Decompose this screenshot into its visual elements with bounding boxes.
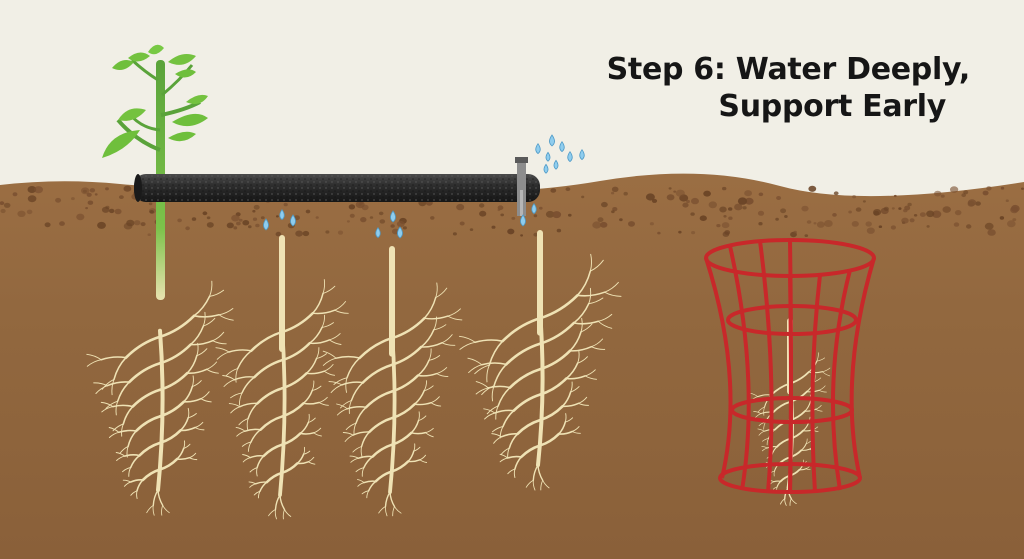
water-drops [263,134,585,239]
soaker-hose-icon [134,157,540,216]
root-system [86,280,234,516]
sky [0,0,1024,190]
root-system [322,246,463,517]
diagram-title-line-1: Step 6: Water Deeply, [606,52,971,87]
tomato-cage-icon [704,238,876,494]
diagram-title-line-2: Support Early [718,89,946,124]
root-system [215,235,349,520]
root-system [458,230,622,491]
